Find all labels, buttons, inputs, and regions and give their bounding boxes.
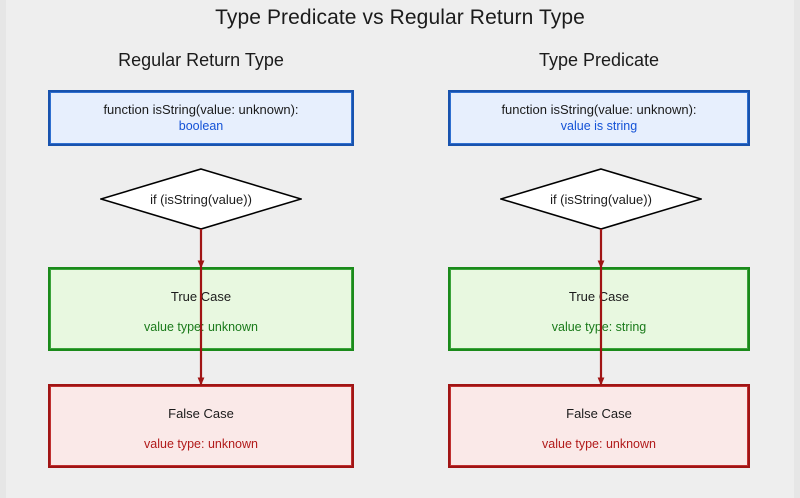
function-node-regular[interactable]: function isString(value: unknown): boole… — [48, 90, 354, 146]
false-case-node-regular[interactable]: False Case value type: unknown — [48, 384, 354, 468]
true-case-node-predicate[interactable]: True Case value type: string — [448, 267, 750, 351]
true-case-title: True Case — [568, 289, 630, 304]
right-edge-strip — [794, 0, 800, 498]
column-header-type-predicate: Type Predicate — [538, 50, 660, 70]
true-case-detail: value type: string — [551, 320, 647, 334]
false-case-title: False Case — [168, 406, 234, 421]
false-case-detail: value type: unknown — [542, 437, 656, 451]
function-signature: function isString(value: unknown): — [501, 102, 697, 117]
function-return-type: boolean — [178, 119, 224, 133]
decision-label: if (isString(value)) — [550, 191, 652, 207]
false-case-title: False Case — [566, 406, 632, 421]
true-case-node-regular[interactable]: True Case value type: unknown — [48, 267, 354, 351]
function-signature: function isString(value: unknown): — [103, 102, 299, 117]
page-title: Type Predicate vs Regular Return Type — [215, 6, 585, 29]
true-case-title: True Case — [170, 289, 232, 304]
decision-node-predicate[interactable]: if (isString(value)) — [500, 168, 702, 230]
true-case-detail: value type: unknown — [144, 320, 258, 334]
false-case-node-predicate[interactable]: False Case value type: unknown — [448, 384, 750, 468]
function-return-type: value is string — [560, 119, 638, 133]
decision-label: if (isString(value)) — [150, 191, 252, 207]
function-node-predicate[interactable]: function isString(value: unknown): value… — [448, 90, 750, 146]
false-case-detail: value type: unknown — [144, 437, 258, 451]
column-header-regular-return-type: Regular Return Type — [118, 50, 284, 70]
left-edge-strip — [0, 0, 6, 498]
decision-node-regular[interactable]: if (isString(value)) — [100, 168, 302, 230]
